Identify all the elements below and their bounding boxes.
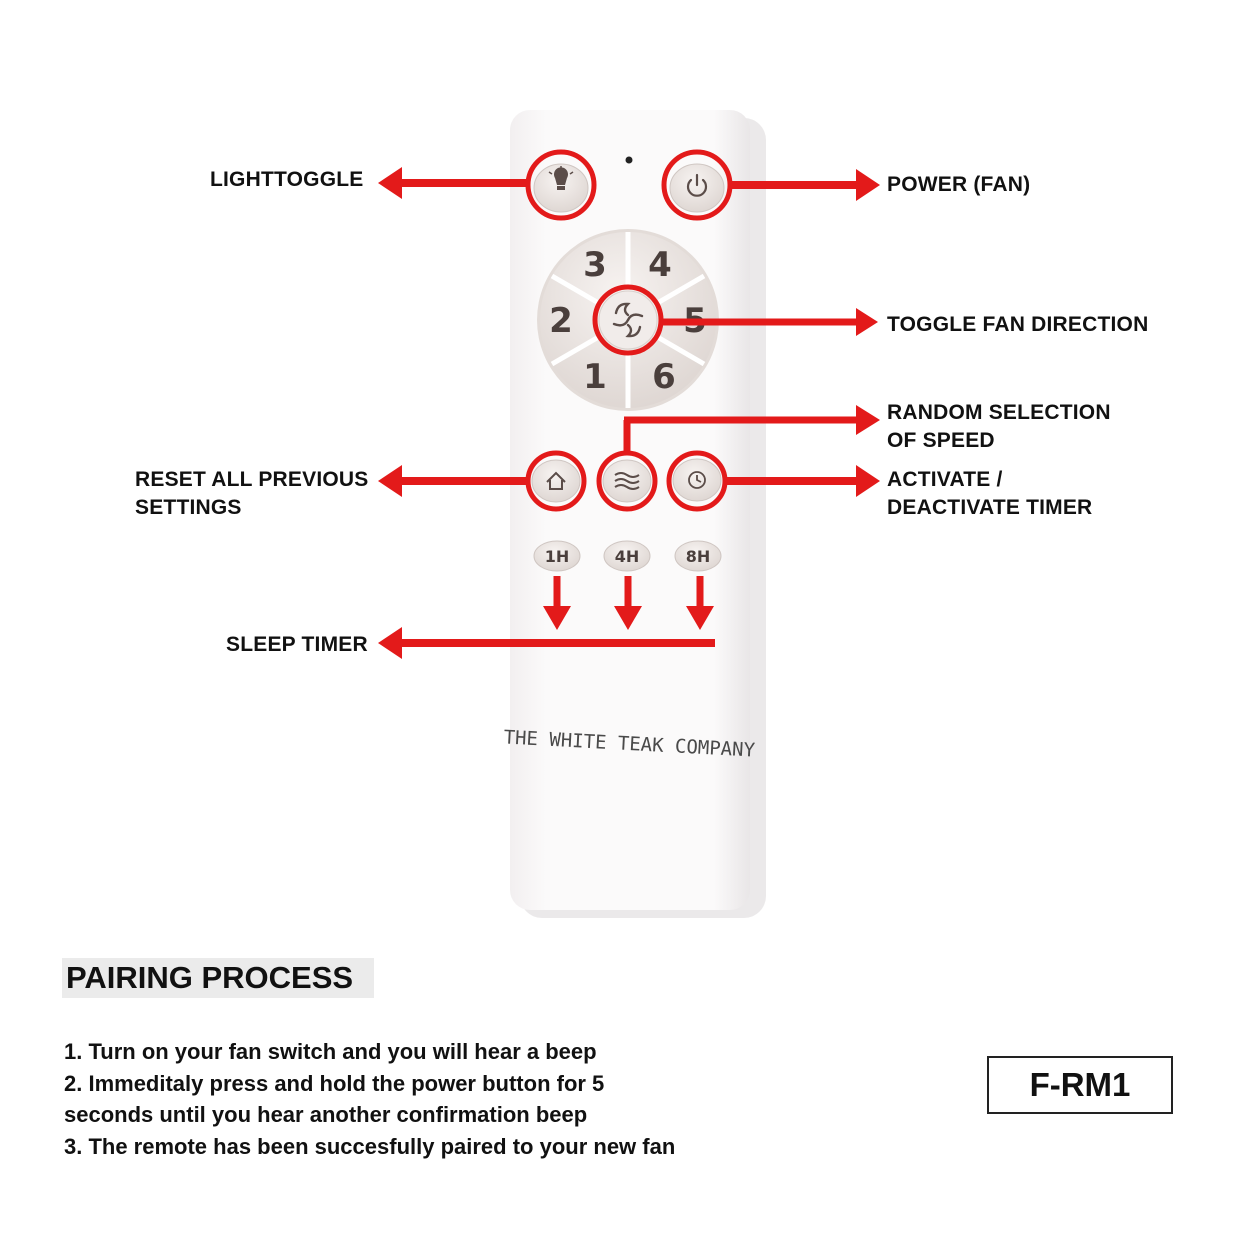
speed-button-3[interactable]: 3 bbox=[583, 245, 607, 285]
label-timer-line-1: ACTIVATE / bbox=[887, 468, 1003, 491]
label-reset-line-2: SETTINGS bbox=[135, 496, 242, 519]
home-icon bbox=[546, 471, 566, 490]
bulb-icon bbox=[548, 166, 574, 190]
waves-icon bbox=[614, 472, 640, 490]
svg-text:1H: 1H bbox=[545, 547, 570, 566]
timer-button[interactable] bbox=[672, 458, 722, 502]
power-icon bbox=[686, 173, 708, 197]
direction-button[interactable] bbox=[598, 290, 658, 350]
random-speed-button[interactable] bbox=[602, 459, 652, 503]
timer-icon bbox=[688, 471, 706, 489]
speed-button-6[interactable]: 6 bbox=[652, 357, 676, 397]
pairing-step-1: 1. Turn on your fan switch and you will … bbox=[64, 1039, 597, 1064]
label-toggle-direction: TOGGLE FAN DIRECTION bbox=[887, 313, 1149, 336]
light-toggle-button[interactable] bbox=[533, 163, 589, 213]
label-random-speed: RANDOM SELECTION OF SPEED bbox=[887, 399, 1111, 455]
pairing-step-2-cont: seconds until you hear another confirmat… bbox=[64, 1102, 588, 1127]
speed-button-1[interactable]: 1 bbox=[583, 357, 607, 397]
label-random-speed-line-2: OF SPEED bbox=[887, 429, 995, 452]
pairing-steps: 1. Turn on your fan switch and you will … bbox=[64, 1036, 675, 1162]
label-light-toggle: LIGHTTOGGLE bbox=[210, 168, 364, 191]
label-random-speed-line-1: RANDOM SELECTION bbox=[887, 401, 1111, 424]
reset-button[interactable] bbox=[531, 459, 581, 503]
pairing-step-3: 3. The remote has been succesfully paire… bbox=[64, 1133, 676, 1159]
label-timer-line-2: DEACTIVATE TIMER bbox=[887, 496, 1093, 519]
label-timer: ACTIVATE / DEACTIVATE TIMER bbox=[887, 466, 1092, 522]
speed-button-4[interactable]: 4 bbox=[648, 245, 672, 285]
indicator-led bbox=[625, 156, 633, 164]
power-button[interactable] bbox=[669, 163, 725, 213]
label-sleep-timer: SLEEP TIMER bbox=[226, 633, 368, 656]
model-badge: F-RM1 bbox=[987, 1056, 1173, 1114]
svg-text:4H: 4H bbox=[615, 547, 640, 566]
speed-button-2[interactable]: 2 bbox=[549, 301, 573, 341]
pairing-title: PAIRING PROCESS bbox=[62, 958, 374, 998]
svg-text:8H: 8H bbox=[686, 547, 711, 566]
timer-8h-button[interactable]: 8H bbox=[674, 540, 722, 572]
label-reset: RESET ALL PREVIOUS SETTINGS bbox=[135, 466, 368, 522]
label-reset-line-1: RESET ALL PREVIOUS bbox=[135, 468, 369, 491]
label-power-fan: POWER (FAN) bbox=[887, 173, 1031, 196]
callout-arrows bbox=[378, 167, 880, 659]
timer-1h-button[interactable]: 1H bbox=[533, 540, 581, 572]
pairing-step-2: 2. Immeditaly press and hold the power b… bbox=[64, 1070, 605, 1096]
speed-dial: 3 4 2 5 1 6 bbox=[537, 229, 719, 411]
fan-rotation-icon bbox=[612, 302, 644, 338]
timer-4h-button[interactable]: 4H bbox=[603, 540, 651, 572]
